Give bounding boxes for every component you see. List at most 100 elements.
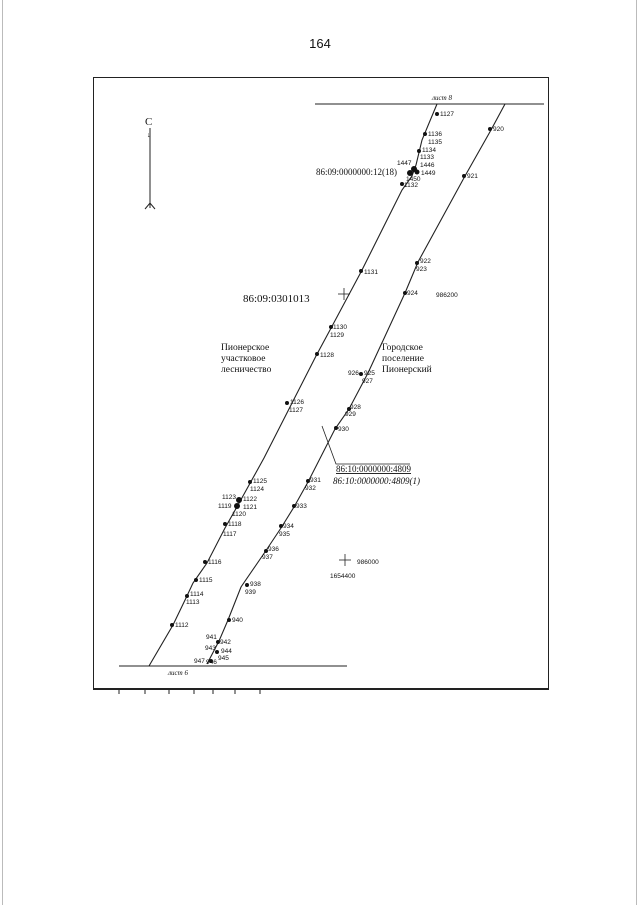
point-label: 1114 [190,591,204,598]
point-label: 1127 [440,111,454,118]
point-label: 1119 [218,503,232,510]
point-label: 947 [194,658,205,665]
point-marker [227,618,231,622]
point-marker [264,549,268,553]
point-label: 1123 [222,494,236,501]
point-marker [334,426,338,430]
svg-text:участковое: участковое [221,354,266,364]
point-label: 933 [296,503,307,510]
point-marker [403,291,407,295]
svg-text:поселение: поселение [382,354,424,364]
right-line-markers [209,127,492,663]
point-marker [414,169,420,175]
parcel-label-road-sub: 86:10:0000000:4809(1) [333,476,420,486]
point-marker [407,170,413,176]
parcel-label-road: 86:10:0000000:4809 [336,464,412,474]
point-label: 1133 [420,154,434,161]
point-label: 1115 [199,577,213,584]
north-arrow: С ↓ [144,116,156,210]
point-marker [423,132,427,136]
point-marker [170,623,174,627]
coordinate-label-x-bottom: 1654400 [330,573,356,580]
point-label: 1131 [364,269,378,276]
town-area-label: Городское поселение Пионерский [382,343,432,375]
point-label: 1116 [208,559,222,566]
right-line-labels: 920 921 922 923 924 926 925 927 928 929 … [194,126,504,666]
point-label: 1127 [289,407,303,414]
point-label: 1118 [228,521,242,528]
left-boundary-line [148,103,438,667]
point-marker [216,640,220,644]
page-number: 164 [309,36,331,51]
right-boundary-line [206,103,506,665]
point-label: 944 [221,648,232,655]
point-label: 940 [232,617,243,624]
point-label: 1124 [250,486,264,493]
point-marker [279,524,283,528]
point-label: 927 [362,378,373,385]
point-label: 924 [407,290,418,297]
point-label: 1122 [243,496,257,503]
point-label: 1126 [290,399,304,406]
north-label: С [145,116,152,128]
point-label: 934 [283,523,294,530]
point-label: 937 [262,554,273,561]
point-label: 1447 [397,160,412,167]
scan-edge-right [636,0,637,905]
point-label: 1130 [333,324,347,331]
point-marker [185,594,189,598]
point-marker [417,149,421,153]
svg-text:Пионерский: Пионерский [382,364,432,375]
point-label: 1132 [404,182,418,189]
left-line-labels: 1127 1136 1135 1134 1133 1446 1447 1449 … [175,111,454,629]
svg-text:Пионерское: Пионерское [221,343,269,353]
point-marker [234,503,240,509]
left-line-markers [170,112,439,627]
point-label: 943 [205,645,216,652]
sheet-label-bottom: лист 6 [167,669,188,677]
north-mark: ↓ [147,131,151,139]
point-label: 935 [279,531,290,538]
sheet-label-top: лист 8 [431,94,452,102]
scan-edge-left [2,0,3,905]
point-label: 932 [305,485,316,492]
frame-ticks [118,689,261,694]
point-marker [488,127,492,131]
point-label: 923 [416,266,427,273]
point-label: 938 [250,581,261,588]
point-marker [209,659,213,663]
svg-text:лесничество: лесничество [221,365,272,375]
point-label: 1450 [406,176,421,183]
point-marker [315,352,319,356]
point-label: 942 [220,639,231,646]
point-marker [347,407,351,411]
point-label: 1128 [320,352,334,359]
point-label: 1120 [232,511,246,518]
point-label: 941 [206,634,217,641]
point-label: 1121 [243,504,257,511]
point-label: 1135 [428,139,442,146]
road-parcel-leader [321,425,410,465]
point-marker [415,261,419,265]
point-label: 930 [338,426,349,433]
point-label: 1136 [428,131,442,138]
map-frame [93,77,549,690]
point-label: 1113 [186,599,200,606]
point-marker [215,650,219,654]
point-marker [245,583,249,587]
point-label: 946 [206,659,217,666]
coordinate-label-y-top: 986200 [436,292,458,299]
coordinate-label-y-bottom: 986000 [357,559,379,566]
point-label: 921 [467,173,478,180]
grid-cross-upper [338,288,350,300]
point-label: 1134 [422,147,436,154]
point-label: 1129 [330,332,344,339]
point-marker [400,182,404,186]
point-marker [435,112,439,116]
point-marker [285,401,289,405]
point-label: 931 [310,477,321,484]
point-marker [203,560,207,564]
point-marker [292,504,296,508]
point-label: 936 [268,546,279,553]
point-label: 1112 [175,622,189,629]
